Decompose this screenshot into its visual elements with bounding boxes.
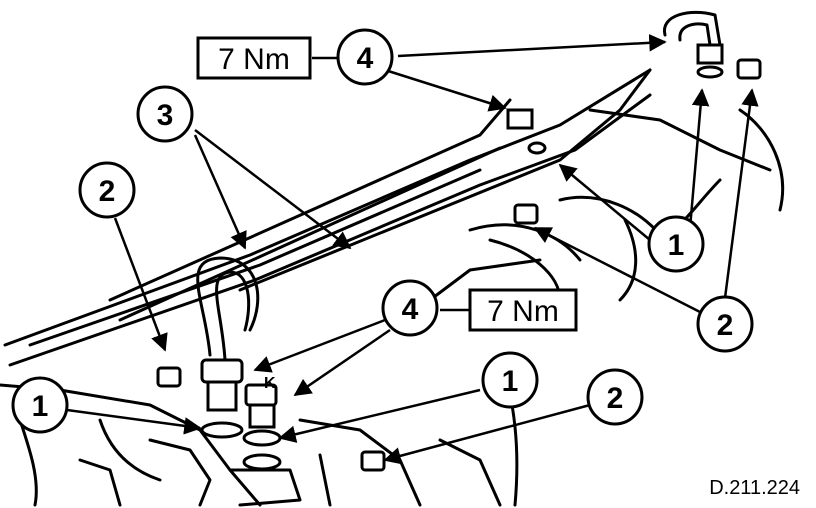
callout-1-mid: 1 (481, 351, 539, 409)
callout-1-right: 1 (647, 215, 705, 273)
leader-lines (66, 34, 759, 465)
engine-contour-mid-3 (428, 258, 542, 302)
fuel-pipe-inner-1 (28, 168, 482, 347)
svg-text:1: 1 (32, 390, 49, 423)
plug-left (156, 366, 182, 388)
svg-text:2: 2 (717, 309, 734, 342)
engine-block-right-1 (298, 418, 422, 507)
washer-top-mid (527, 141, 547, 155)
torque-top-label: 7 Nm (218, 43, 290, 76)
plug-bottom (360, 450, 386, 472)
washer-left-1 (200, 421, 244, 439)
callout-2-left: 2 (78, 161, 136, 219)
engine-contour-right-5 (618, 218, 638, 302)
callout-1-left: 1 (11, 376, 69, 434)
engine-block-bottom (228, 468, 302, 507)
fuel-pipe-top-bend (663, 10, 722, 47)
engine-block-right-4 (318, 453, 332, 507)
callout-4-top: 4 (336, 28, 394, 86)
engine-block-detail-2 (148, 438, 212, 507)
union-top-right (696, 43, 724, 65)
part-mark: K (264, 375, 276, 392)
engine-contour-right-2 (588, 108, 772, 172)
plug-top-right (736, 58, 762, 80)
svg-text:4: 4 (357, 42, 374, 75)
washer-left-3 (242, 453, 282, 471)
callout-3: 3 (136, 85, 194, 143)
engine-block-detail-4 (18, 418, 38, 507)
fuel-pipe-top-bend-inner (678, 22, 712, 47)
fuel-pipe-outer-bottom (8, 93, 652, 367)
fuel-pipe-inner-3 (118, 146, 502, 322)
torque-mid-label: 7 Nm (487, 295, 559, 328)
drawing-reference: D.211.224 (709, 477, 800, 499)
svg-text:4: 4 (402, 293, 419, 326)
svg-text:2: 2 (607, 382, 624, 415)
svg-text:1: 1 (668, 229, 685, 262)
fuel-pipe-inner-4 (238, 68, 652, 292)
svg-text:1: 1 (502, 365, 519, 398)
union-top-mid (506, 108, 534, 130)
engine-contour-right-1 (558, 195, 662, 237)
plug-mid (513, 203, 539, 225)
union-nut-left (200, 358, 244, 384)
washer-left-2 (242, 429, 282, 447)
union-stub-left (206, 380, 238, 412)
torque-box-mid: 7 Nm (468, 288, 578, 332)
callout-4-mid: 4 (381, 279, 439, 337)
engine-block-detail-1 (98, 418, 162, 482)
svg-text:2: 2 (99, 175, 116, 208)
torque-box-top: 7 Nm (196, 36, 312, 80)
fuel-pipe-loop-inner (215, 270, 251, 362)
fittings (156, 43, 762, 472)
callout-2-bottom: 2 (586, 368, 644, 426)
engine-block-right-2 (438, 438, 502, 507)
svg-text:3: 3 (157, 99, 174, 132)
washer-top-right (696, 65, 724, 79)
union-stub-right (248, 403, 276, 429)
callout-2-right: 2 (696, 295, 754, 353)
engine-block-detail-3 (78, 458, 122, 507)
fuel-pipe-loop (196, 256, 260, 357)
